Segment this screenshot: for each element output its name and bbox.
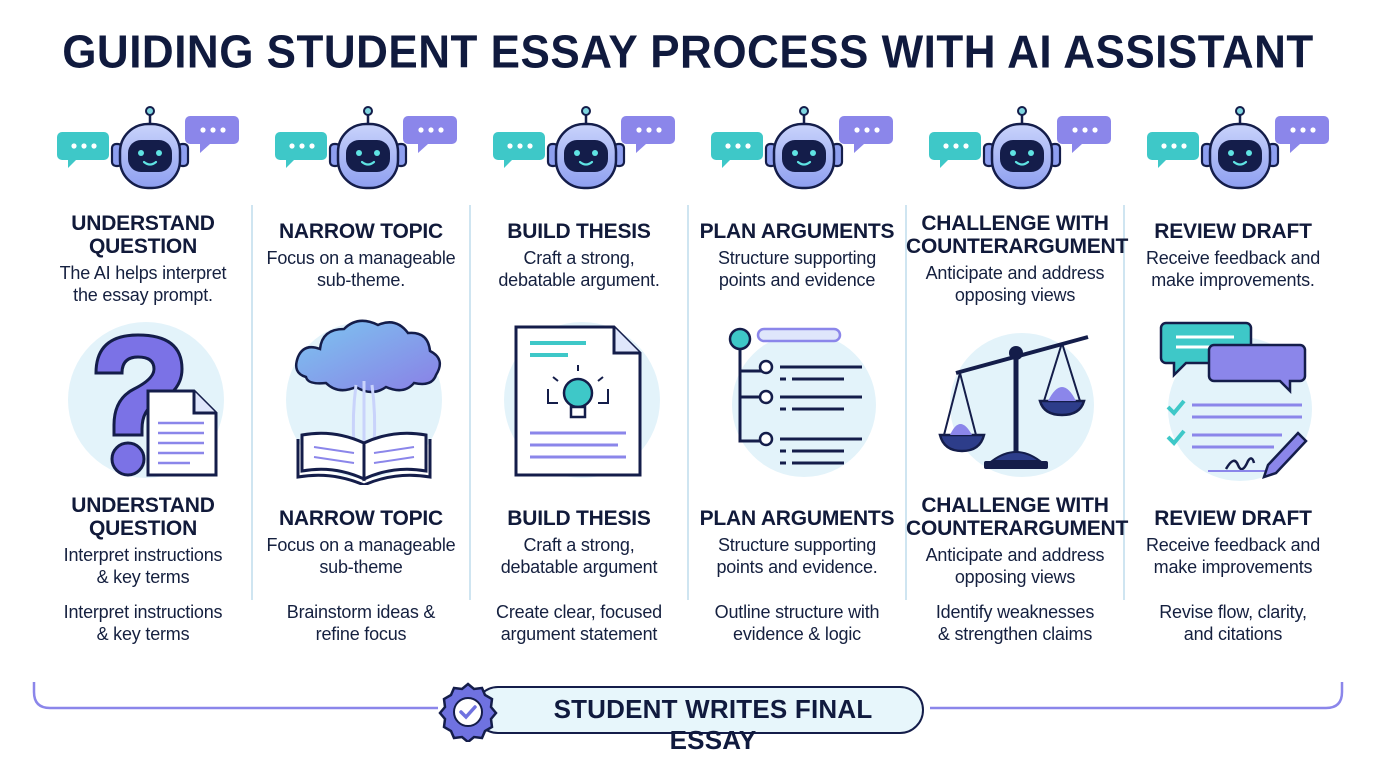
- step-bottom-block: PLAN ARGUMENTS Structure supporting poin…: [688, 507, 906, 578]
- open-book-cloud-icon: [286, 319, 442, 485]
- question-document-icon: [68, 322, 224, 478]
- step-column-plan-arguments: PLAN ARGUMENTS Structure supporting poin…: [688, 0, 906, 660]
- step-description: Anticipate and address opposing views: [925, 263, 1105, 305]
- step-heading: REVIEW DRAFT: [1154, 220, 1312, 243]
- step-description: The AI helps interpret the essay prompt.: [59, 263, 227, 305]
- step-bottom-block: NARROW TOPIC Focus on a manageable sub-t…: [252, 507, 470, 578]
- final-step-pill: [474, 686, 924, 734]
- step-description: Craft a strong, debatable argument: [500, 535, 658, 577]
- step-detail: Brainstorm ideas & refine focus: [286, 602, 436, 644]
- step-heading: CHALLENGE WITH COUNTERARGUMENT: [906, 494, 1129, 540]
- step-heading: REVIEW DRAFT: [1154, 507, 1312, 530]
- step-heading: NARROW TOPIC: [278, 220, 444, 243]
- step-top-block: NARROW TOPIC Focus on a manageable sub-t…: [252, 220, 470, 291]
- step-top-block: CHALLENGE WITH COUNTERARGUMENT Anticipat…: [906, 212, 1129, 306]
- step-description: Receive feedback and make improvements.: [1145, 248, 1321, 290]
- step-heading: BUILD THESIS: [507, 507, 651, 530]
- column-divider: [251, 205, 253, 600]
- step-top-block: UNDERSTAND QUESTION The AI helps interpr…: [34, 212, 252, 306]
- step-bottom-block: REVIEW DRAFT Receive feedback and make i…: [1124, 507, 1342, 578]
- step-heading: UNDERSTAND QUESTION: [71, 494, 215, 540]
- step-column-review-draft: REVIEW DRAFT Receive feedback and make i…: [1124, 0, 1342, 660]
- step-heading: PLAN ARGUMENTS: [699, 220, 895, 243]
- step-top-block: REVIEW DRAFT Receive feedback and make i…: [1124, 220, 1342, 291]
- step-detail: Create clear, focused argument statement: [496, 602, 662, 644]
- lightbulb-document-icon: [504, 322, 660, 478]
- final-step-label: STUDENT WRITES FINAL ESSAY: [553, 694, 873, 755]
- step-heading: BUILD THESIS: [507, 220, 651, 243]
- step-heading: UNDERSTAND QUESTION: [71, 212, 215, 258]
- balance-scale-icon: [938, 333, 1094, 477]
- step-description: Focus on a manageable sub-theme: [266, 535, 456, 577]
- step-description: Receive feedback and make improvements: [1145, 535, 1321, 577]
- column-divider: [687, 205, 689, 600]
- feedback-checklist-icon: [1159, 321, 1312, 481]
- step-heading: CHALLENGE WITH COUNTERARGUMENT: [906, 212, 1129, 258]
- step-top-block: PLAN ARGUMENTS Structure supporting poin…: [688, 220, 906, 291]
- step-detail: Revise flow, clarity, and citations: [1159, 602, 1307, 644]
- step-column-understand-question: UNDERSTAND QUESTION The AI helps interpr…: [34, 0, 252, 660]
- step-description: Structure supporting points and evidence…: [716, 535, 878, 577]
- checkmark-badge-icon: [438, 682, 498, 742]
- step-bottom-block: UNDERSTAND QUESTION Interpret instructio…: [34, 494, 252, 588]
- step-column-narrow-topic: NARROW TOPIC Focus on a manageable sub-t…: [252, 0, 470, 660]
- step-bottom-block: BUILD THESIS Craft a strong, debatable a…: [470, 507, 688, 578]
- step-heading: PLAN ARGUMENTS: [699, 507, 895, 530]
- step-column-build-thesis: BUILD THESIS Craft a strong, debatable a…: [470, 0, 688, 660]
- outline-tree-icon: [728, 327, 876, 477]
- step-detail: Outline structure with evidence & logic: [714, 602, 880, 644]
- column-divider: [469, 205, 471, 600]
- step-detail: Interpret instructions & key terms: [63, 602, 223, 644]
- column-divider: [1123, 205, 1125, 600]
- step-description: Focus on a manageable sub-theme.: [266, 248, 456, 290]
- step-top-block: BUILD THESIS Craft a strong, debatable a…: [470, 220, 688, 291]
- column-divider: [905, 205, 907, 600]
- step-column-challenge-counterargument: CHALLENGE WITH COUNTERARGUMENT Anticipat…: [906, 0, 1129, 660]
- final-step: STUDENT WRITES FINAL ESSAY: [438, 682, 930, 755]
- step-description: Anticipate and address opposing views: [925, 545, 1105, 587]
- step-bottom-block: CHALLENGE WITH COUNTERARGUMENT Anticipat…: [906, 494, 1129, 588]
- page-title: GUIDING STUDENT ESSAY PROCESS WITH AI AS…: [62, 26, 1314, 79]
- step-description: Structure supporting points and evidence: [717, 248, 877, 290]
- step-detail: Identify weaknesses & strengthen claims: [935, 602, 1095, 644]
- step-heading: NARROW TOPIC: [278, 507, 444, 530]
- step-description: Interpret instructions & key terms: [63, 545, 223, 587]
- step-description: Craft a strong, debatable argument.: [498, 248, 660, 290]
